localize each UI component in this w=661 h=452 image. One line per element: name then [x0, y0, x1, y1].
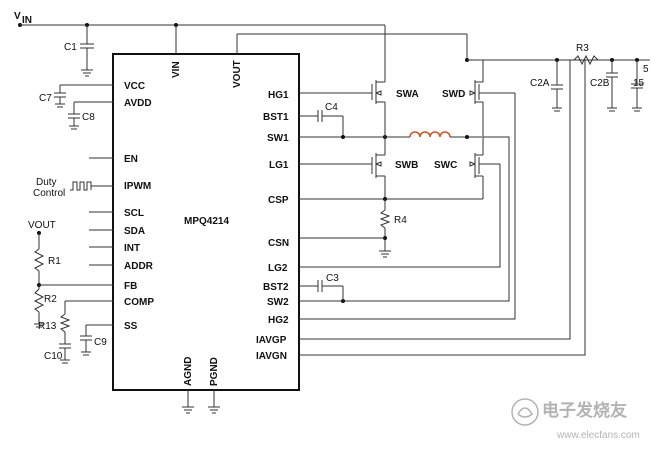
- sense-resistor-r4: R4: [299, 197, 483, 258]
- swb-label: SWB: [395, 160, 418, 171]
- capacitor-c3: C3: [299, 273, 344, 301]
- pgnd-ground: [208, 390, 220, 414]
- pin-avdd: AVDD: [124, 98, 152, 109]
- vin-rail: V IN: [14, 11, 385, 27]
- truncated-label: 15: [633, 78, 645, 89]
- vin-label: V: [14, 11, 21, 22]
- watermark-logo-icon: [511, 398, 539, 426]
- capacitor-c4: C4: [299, 102, 344, 137]
- pin-ss: SS: [124, 321, 138, 332]
- pin-bst1: BST1: [263, 112, 289, 123]
- c2b-label: C2B: [590, 78, 610, 89]
- pin-vout: VOUT: [232, 60, 243, 88]
- c3-label: C3: [326, 273, 339, 284]
- vout-node-label: VOUT: [28, 220, 56, 231]
- pin-sda: SDA: [124, 226, 145, 237]
- r2-label: R2: [44, 294, 57, 305]
- pin-pgnd: PGND: [209, 357, 220, 386]
- output-filter: C2A R3 C2B 5 15: [530, 43, 649, 112]
- pin-bst2: BST2: [263, 282, 289, 293]
- pin-fb: FB: [124, 281, 137, 292]
- watermark-url: www.elecfans.com: [556, 430, 640, 441]
- pin-addr: ADDR: [124, 261, 154, 272]
- feedback-network: VOUT R1 R2 R13 C10 C9: [28, 220, 113, 364]
- ic-body: [112, 53, 300, 391]
- r1-label: R1: [48, 256, 61, 267]
- swa-label: SWA: [396, 89, 419, 100]
- switch-swc: SWC: [434, 137, 500, 199]
- pin-lg2: LG2: [268, 263, 288, 274]
- gate-routes: [299, 60, 586, 356]
- agnd-ground: [182, 390, 194, 414]
- switch-swa: SWA: [299, 25, 419, 130]
- c8-label: C8: [82, 112, 95, 123]
- pin-comp: COMP: [124, 297, 154, 308]
- vin-subscript: IN: [22, 15, 32, 26]
- pin-iavgn: IAVGN: [256, 351, 287, 362]
- pin-csp: CSP: [268, 195, 289, 206]
- watermark: 电子发烧友 www.elecfans.com: [511, 398, 640, 441]
- avdd-network: C8: [68, 101, 113, 130]
- pin-iavgp: IAVGP: [256, 335, 287, 346]
- pin-vcc: VCC: [124, 81, 145, 92]
- pin-en: EN: [124, 154, 138, 165]
- inductor: [409, 131, 482, 139]
- pin-sw1: SW1: [267, 133, 289, 144]
- duty-control: Duty Control: [33, 177, 113, 199]
- pin-scl: SCL: [124, 208, 144, 219]
- c1-label: C1: [64, 42, 77, 53]
- vcc-network: C7: [39, 84, 113, 108]
- r13-label: R13: [38, 321, 57, 332]
- c7-label: C7: [39, 93, 52, 104]
- switch-swb: SWB: [299, 153, 418, 199]
- pin-sw2: SW2: [267, 297, 289, 308]
- watermark-cn: 电子发烧友: [542, 400, 627, 420]
- r3-label: R3: [576, 43, 589, 54]
- truncated-label-top: 5: [643, 64, 649, 75]
- swd-label: SWD: [442, 89, 465, 100]
- pin-vin: VIN: [171, 61, 182, 78]
- c10-label: C10: [44, 351, 63, 362]
- swc-label: SWC: [434, 160, 457, 171]
- pin-csn: CSN: [268, 238, 289, 249]
- pin-agnd: AGND: [183, 357, 194, 386]
- pin-hg2: HG2: [268, 315, 289, 326]
- pin-ipwm: IPWM: [124, 181, 151, 192]
- pin-hg1: HG1: [268, 90, 289, 101]
- pin-lg1: LG1: [269, 160, 289, 171]
- r4-label: R4: [394, 215, 407, 226]
- pin-int: INT: [124, 243, 140, 254]
- duty-label-2: Control: [33, 188, 65, 199]
- c2a-label: C2A: [530, 78, 550, 89]
- c4-label: C4: [325, 102, 338, 113]
- ic-name: MPQ4214: [184, 216, 229, 227]
- capacitor-c1: C1: [64, 25, 94, 77]
- duty-label-1: Duty: [36, 177, 57, 188]
- c9-label: C9: [94, 337, 107, 348]
